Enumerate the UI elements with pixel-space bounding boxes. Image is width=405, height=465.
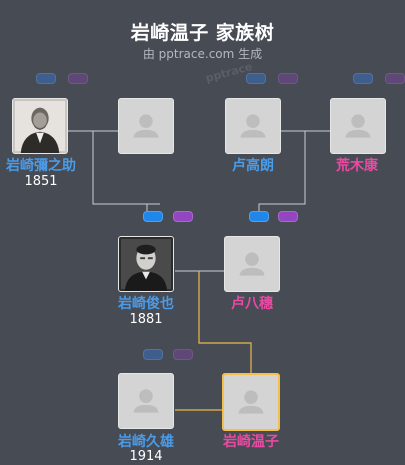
person-name-p1: 岩崎彌之助 xyxy=(6,158,76,174)
lineage-line-p8 xyxy=(198,271,252,373)
expand-chip[interactable] xyxy=(278,73,298,84)
person-name-p4: 荒木康 xyxy=(336,158,378,174)
page-subtitle: 由 pptrace.com 生成 xyxy=(142,47,263,61)
person-year-p7: 1914 xyxy=(129,449,163,464)
person-placeholder-icon xyxy=(238,390,264,414)
portrait-photo-icon xyxy=(119,237,173,291)
expand-chip[interactable] xyxy=(278,211,298,222)
person-name-p8: 岩崎温子 xyxy=(223,434,279,450)
expand-chip[interactable] xyxy=(143,349,163,360)
parent-line-p5 xyxy=(92,131,160,217)
expand-chip[interactable] xyxy=(36,73,56,84)
person-card-p2[interactable] xyxy=(118,98,174,154)
person-card-p7[interactable] xyxy=(118,373,174,429)
parent-line-p6 xyxy=(258,131,306,217)
expand-chip[interactable] xyxy=(385,73,405,84)
person-card-p5[interactable] xyxy=(118,236,174,292)
person-placeholder-icon xyxy=(345,114,371,138)
expand-chip[interactable] xyxy=(249,211,269,222)
person-placeholder-icon xyxy=(240,114,266,138)
person-name-p6: 卢八穗 xyxy=(231,296,273,312)
person-card-p8[interactable] xyxy=(222,373,280,431)
person-name-p3: 卢高朗 xyxy=(232,158,274,174)
person-card-p6[interactable] xyxy=(224,236,280,292)
person-year-p5: 1881 xyxy=(129,312,163,327)
person-placeholder-icon xyxy=(133,114,159,138)
person-name-p7: 岩崎久雄 xyxy=(118,434,174,450)
person-card-p1[interactable] xyxy=(12,98,68,154)
expand-chip[interactable] xyxy=(173,211,193,222)
expand-chip[interactable] xyxy=(246,73,266,84)
expand-chip[interactable] xyxy=(143,211,163,222)
person-card-p3[interactable] xyxy=(225,98,281,154)
portrait-photo-icon xyxy=(13,99,67,153)
person-year-p1: 1851 xyxy=(24,174,58,189)
person-card-p4[interactable] xyxy=(330,98,386,154)
person-placeholder-icon xyxy=(239,252,265,276)
page-title: 岩崎温子 家族树 xyxy=(130,22,275,44)
expand-chip[interactable] xyxy=(68,73,88,84)
person-placeholder-icon xyxy=(133,389,159,413)
expand-chip[interactable] xyxy=(353,73,373,84)
expand-chip[interactable] xyxy=(173,349,193,360)
person-name-p5: 岩崎俊也 xyxy=(118,296,174,312)
